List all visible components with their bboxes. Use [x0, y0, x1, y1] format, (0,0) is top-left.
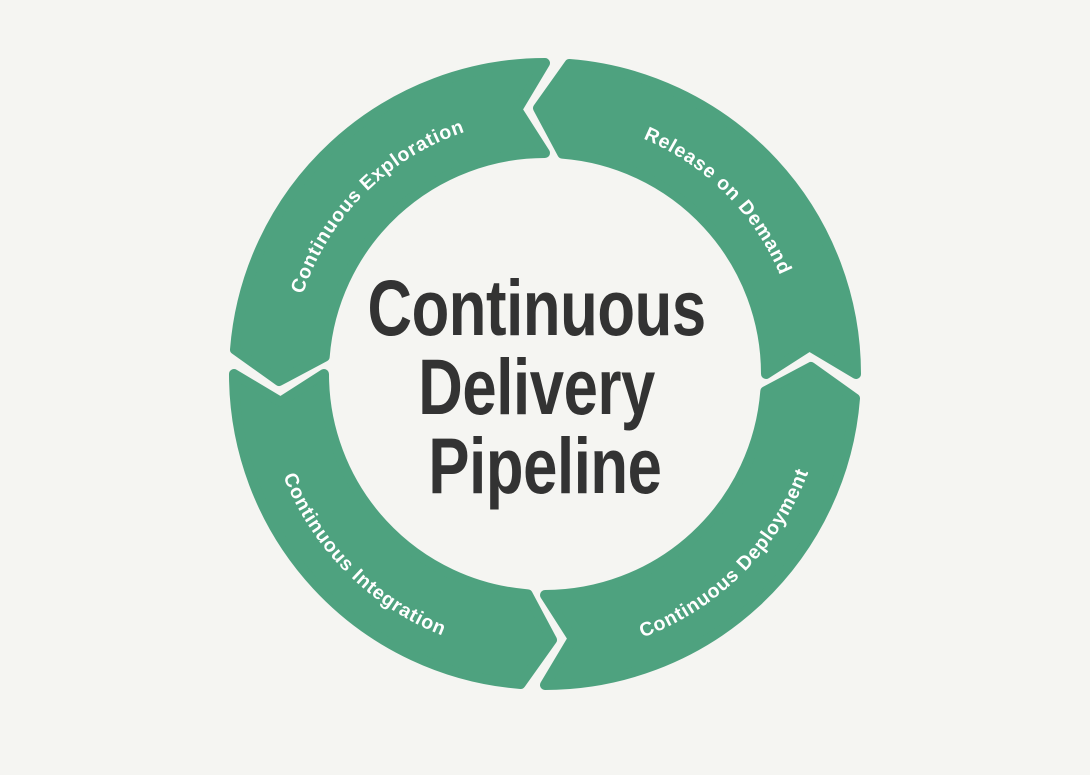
- arc-segment-continuous-exploration: [230, 58, 550, 386]
- diagram-title-line-3: Pipeline: [428, 423, 661, 511]
- arc-segment-continuous-deployment: [540, 362, 860, 690]
- arc-segment-continuous-integration: [229, 369, 557, 689]
- diagram-title-line-1: Continuous: [367, 265, 705, 353]
- ring-segments: [229, 58, 861, 690]
- diagram-title-line-2: Delivery: [418, 344, 656, 432]
- diagram-title: Continuous Delivery Pipeline: [367, 265, 722, 511]
- arc-segment-release-on-demand: [533, 59, 861, 379]
